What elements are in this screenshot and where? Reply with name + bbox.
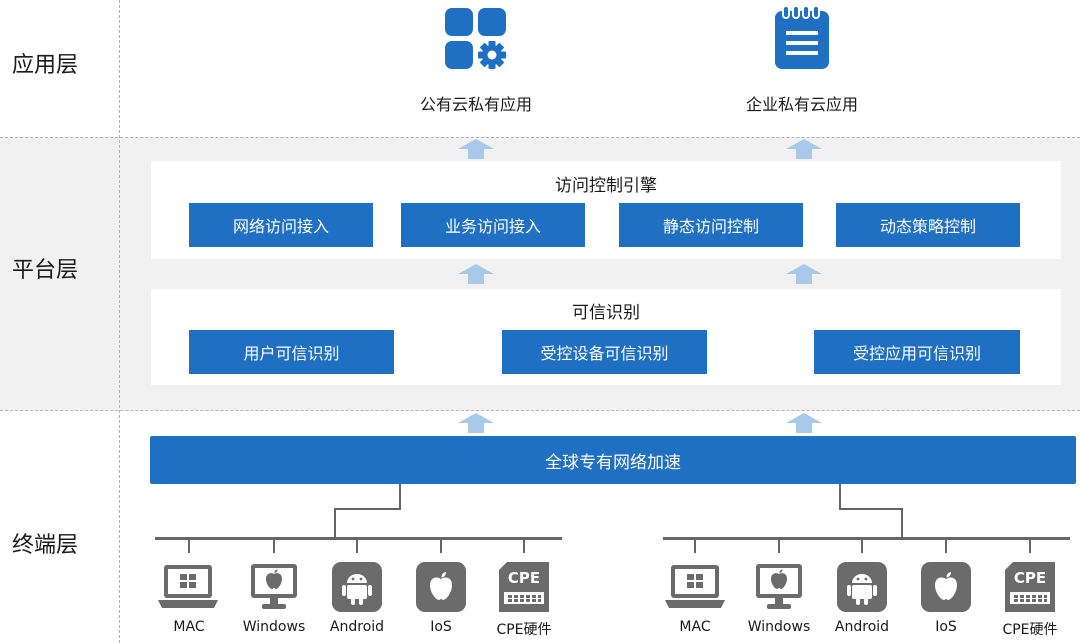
layer-divider-top [0,137,1080,138]
device-drop-line [861,539,863,553]
apps-gear-icon [445,8,506,69]
public-cloud-app-label: 公有云私有应用 [419,95,532,114]
device-label-mac: MAC [679,619,711,635]
cpe-icon: CPE [499,562,549,612]
business-access-box: 业务访问接入 [401,203,585,247]
device-label-ios: IoS [935,619,957,635]
layer-divider-bottom [0,410,1080,411]
connector-line [334,508,401,510]
terminal-layer-label: 终端层 [12,533,79,558]
label-column-divider [119,0,120,643]
connector-line [839,484,841,509]
connector-line [399,484,401,509]
app-trust-box: 受控应用可信识别 [814,330,1020,374]
laptop-icon [158,565,218,608]
device-drop-line [188,539,190,553]
right-device-bus [663,537,1070,540]
trusted-identification-title: 可信识别 [572,303,640,323]
device-drop-line [523,539,525,553]
platform-layer-label: 平台层 [12,258,79,283]
up-arrow-icon [786,264,822,284]
device-drop-line [273,539,275,553]
device-drop-line [778,539,780,553]
global-network-acceleration-bar: 全球专有网络加速 [150,436,1076,484]
application-layer-label: 应用层 [12,53,79,78]
device-drop-line [356,539,358,553]
android-icon [332,562,382,612]
apple-monitor-icon [756,564,802,609]
device-label-windows: Windows [747,619,811,635]
connector-line [334,508,336,539]
device-label-android: Android [329,619,385,635]
up-arrow-icon [786,139,822,159]
svg-text:CPE: CPE [1014,569,1046,587]
notepad-icon [775,5,829,69]
up-arrow-icon [458,264,494,284]
android-icon [837,562,887,612]
user-trust-box: 用户可信识别 [189,330,394,374]
connector-line [901,508,903,539]
device-drop-line [1029,539,1031,553]
up-arrow-icon [458,139,494,159]
access-control-engine-title: 访问控制引擎 [555,176,657,196]
up-arrow-icon [786,413,822,433]
device-label-mac: MAC [173,619,205,635]
up-arrow-icon [458,413,494,433]
device-drop-line [945,539,947,553]
apple-icon [416,562,466,612]
laptop-icon [665,565,725,608]
svg-text:CPE: CPE [508,569,540,587]
enterprise-cloud-app-label: 企业私有云应用 [745,95,858,114]
left-device-bus [155,537,562,540]
device-drop-line [440,539,442,553]
apple-icon [921,562,971,612]
device-label-ios: IoS [430,619,452,635]
cpe-icon: CPE [1005,562,1055,612]
connector-line [839,508,903,510]
static-access-control-box: 静态访问控制 [619,203,803,247]
device-label-android: Android [834,619,890,635]
network-access-box: 网络访问接入 [189,203,373,247]
device-trust-box: 受控设备可信识别 [502,330,707,374]
device-label-cpe: CPE硬件 [496,622,552,638]
apple-monitor-icon [251,564,297,609]
dynamic-policy-control-box: 动态策略控制 [836,203,1020,247]
device-label-windows: Windows [242,619,306,635]
device-drop-line [694,539,696,553]
device-label-cpe: CPE硬件 [1002,622,1058,638]
